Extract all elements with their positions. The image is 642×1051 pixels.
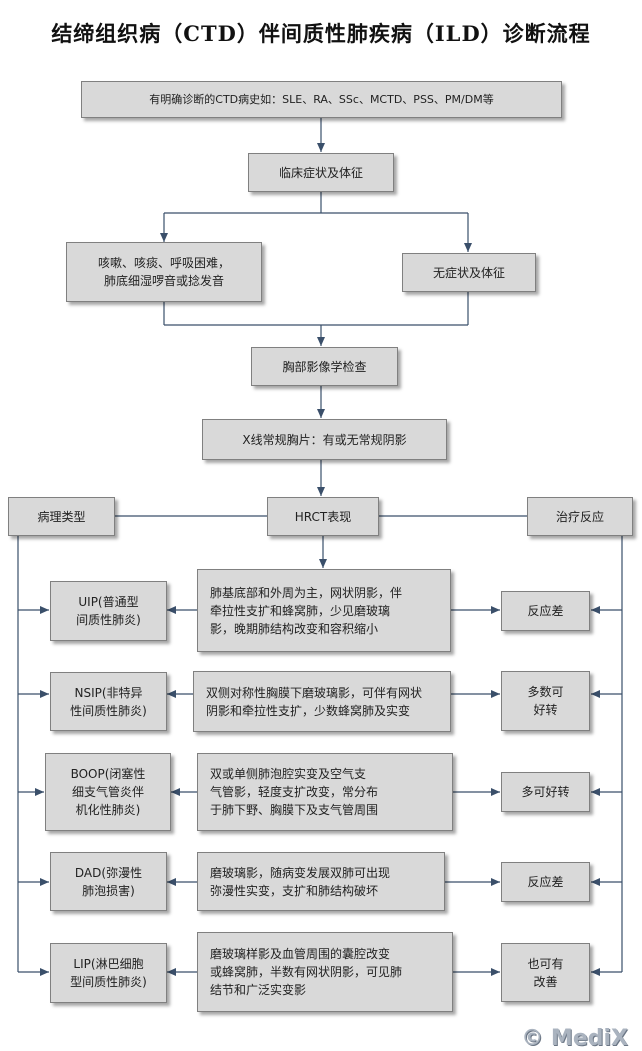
clinical-signs-box: 临床症状及体征 xyxy=(248,153,394,192)
symptoms-box: 咳嗽、咳痰、呼吸困难， 肺底细湿啰音或捻发音 xyxy=(66,242,262,302)
pathology-uip-box: UIP(普通型 间质性肺炎) xyxy=(50,581,167,641)
response-boop-box: 多可好转 xyxy=(501,772,590,812)
pathology-lip-box: LIP(淋巴细胞 型间质性肺炎) xyxy=(50,943,167,1003)
hrct-boop-box: 双或单侧肺泡腔实变及空气支 气管影，轻度支扩改变，常分布 于肺下野、胸膜下及支气… xyxy=(197,753,453,831)
response-nsip-box: 多数可 好转 xyxy=(501,671,590,731)
xray-box: X线常规胸片：有或无常规阴影 xyxy=(202,419,447,460)
response-uip-box: 反应差 xyxy=(501,591,590,631)
no-symptoms-box: 无症状及体征 xyxy=(402,253,536,292)
medix-watermark: © MediX xyxy=(521,1026,628,1051)
response-dad-box: 反应差 xyxy=(501,862,590,902)
ctd-history-box: 有明确诊断的CTD病史如：SLE、RA、SSc、MCTD、PSS、PM/DM等 xyxy=(81,81,562,118)
hrct-header: HRCT表现 xyxy=(267,497,379,536)
pathology-boop-box: BOOP(闭塞性 细支气管炎伴 机化性肺炎) xyxy=(45,753,171,831)
pathology-nsip-box: NSIP(非特异 性间质性肺炎) xyxy=(50,672,167,731)
treatment-response-header: 治疗反应 xyxy=(527,497,633,536)
pathology-type-header: 病理类型 xyxy=(8,497,115,536)
imaging-box: 胸部影像学检查 xyxy=(251,347,398,386)
hrct-uip-box: 肺基底部和外周为主，网状阴影，伴 牵拉性支扩和蜂窝肺，少见磨玻璃 影，晚期肺结构… xyxy=(197,569,451,652)
hrct-nsip-box: 双侧对称性胸膜下磨玻璃影，可伴有网状 阴影和牵拉性支扩，少数蜂窝肺及实变 xyxy=(193,671,451,732)
pathology-dad-box: DAD(弥漫性 肺泡损害) xyxy=(50,852,167,911)
page-title: 结缔组织病（CTD）伴间质性肺疾病（ILD）诊断流程 xyxy=(51,21,591,46)
hrct-lip-box: 磨玻璃样影及血管周围的囊腔改变 或蜂窝肺，半数有网状阴影，可见肺 结节和广泛实变… xyxy=(197,932,453,1012)
hrct-dad-box: 磨玻璃影，随病变发展双肺可出现 弥漫性实变，支扩和肺结构破坏 xyxy=(197,852,445,911)
response-lip-box: 也可有 改善 xyxy=(501,943,590,1002)
